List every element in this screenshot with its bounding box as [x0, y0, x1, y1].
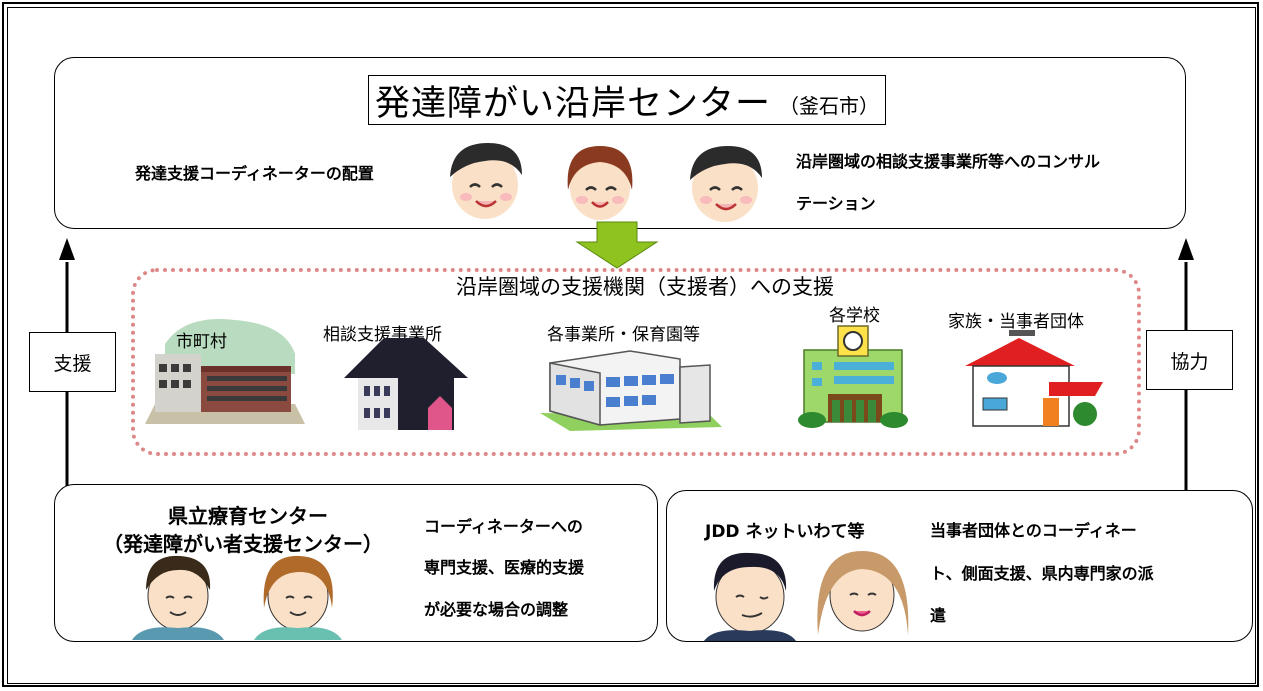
center-title: 発達障がい沿岸センター [375, 83, 772, 124]
prefectural-center-desc-line1: コーディネーターへの [424, 517, 583, 536]
coordinator-placement-text: 発達支援コーディネーターの配置 [135, 164, 374, 183]
prefectural-center-title: 県立療育センター [168, 504, 328, 528]
jdd-network-desc-line1: 当事者団体とのコーディネー [930, 521, 1137, 540]
office-building-icon [344, 338, 468, 430]
left-arrow-head [59, 238, 75, 260]
support-down-arrow [575, 221, 659, 269]
coordinator-face-icon [567, 146, 633, 220]
support-label-box: 支援 [29, 332, 116, 392]
cooperation-label: 協力 [1170, 350, 1209, 373]
school-icon [798, 325, 908, 428]
facility-label-nursery: 各事業所・保育園等 [547, 325, 700, 345]
prefectural-center-desc-line3: が必要な場合の調整 [424, 600, 569, 619]
facility-label-municipality: 市町村 [176, 332, 227, 352]
facility-label-family-groups: 家族・当事者団体 [948, 312, 1084, 332]
coordinator-face-icon [450, 143, 522, 219]
right-arrow-head [1178, 238, 1194, 260]
house-icon [965, 330, 1103, 427]
center-title-box: 発達障がい沿岸センター （釜石市） [368, 75, 887, 125]
jdd-network-desc-line3: 遣 [930, 606, 947, 625]
parent-group-icon [704, 551, 909, 641]
support-label: 支援 [53, 352, 92, 375]
support-institutions-heading: 沿岸圏域の支援機関（支援者）への支援 [456, 275, 834, 299]
specialist-staff-icon [132, 555, 342, 640]
prefectural-center-desc-line2: 専門支援、医療的支援 [424, 558, 585, 577]
jdd-network-desc-line2: ト、側面支援、県内専門家の派 [930, 564, 1154, 583]
inner-frame [7, 7, 1256, 684]
cooperation-label-box: 協力 [1146, 330, 1233, 390]
facility-label-school: 各学校 [829, 306, 880, 326]
consultation-text-line1: 沿岸圏域の相談支援事業所等へのコンサル [796, 152, 1101, 171]
jdd-network-title: JDD ネットいわて等 [705, 522, 865, 542]
prefectural-center-subtitle: （発達障がい者支援センター） [103, 532, 383, 556]
coordinator-face-icon [690, 146, 762, 222]
city-hall-icon [145, 319, 305, 424]
consultation-text-line2: テーション [796, 194, 876, 213]
center-title-location: （釜石市） [779, 93, 880, 118]
support-institutions-area [131, 268, 1141, 456]
nursery-building-icon [540, 350, 722, 431]
